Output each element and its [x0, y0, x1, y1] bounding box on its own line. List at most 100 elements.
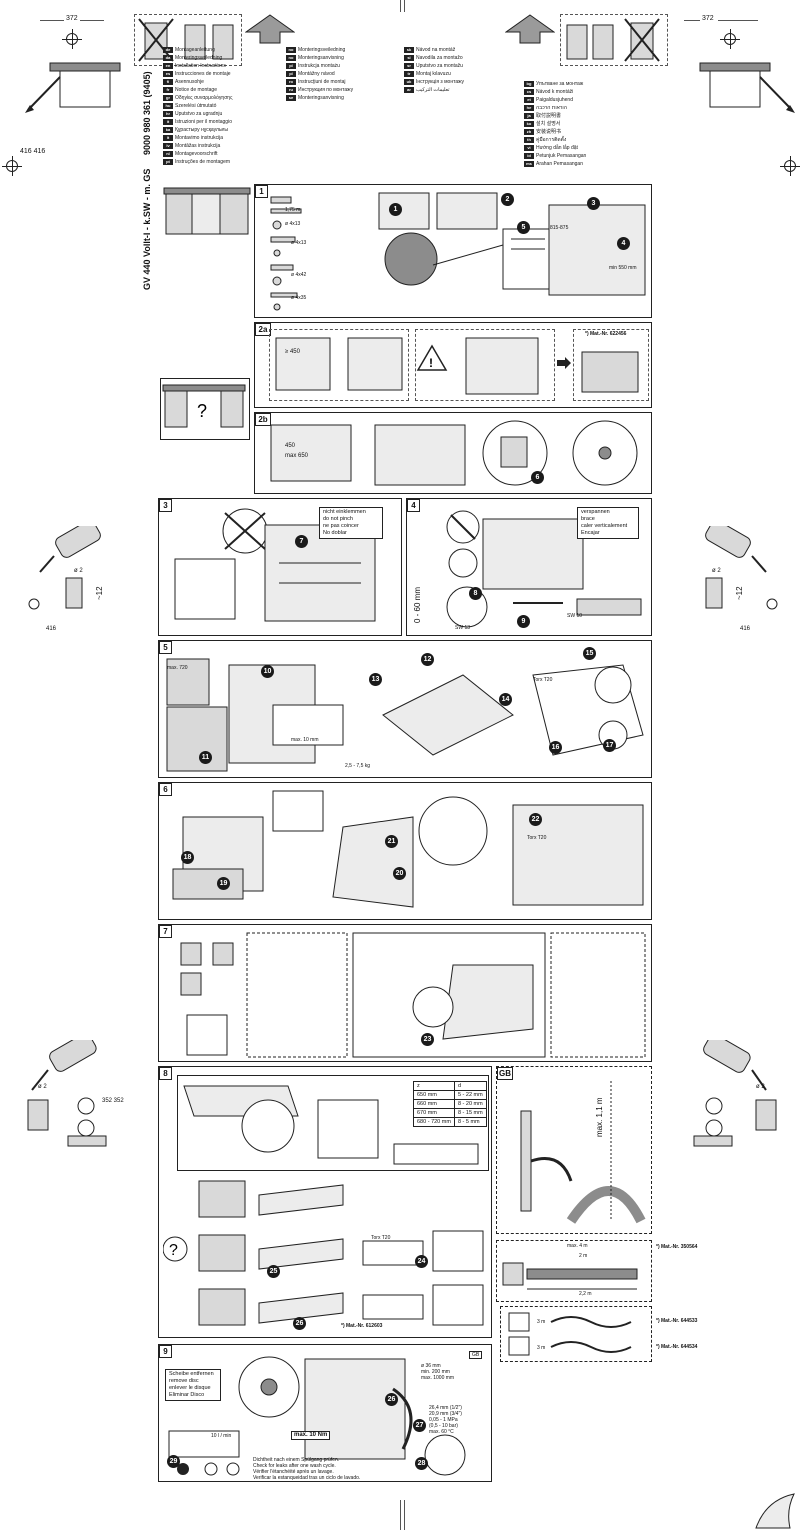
- drill-diameter: ø 2: [756, 1084, 765, 1090]
- language-title: Asennusohje: [175, 79, 204, 85]
- detail-sketch: [573, 329, 649, 401]
- language-code-badge: ms: [524, 161, 534, 167]
- dimension-line: [80, 20, 104, 21]
- language-code-badge: zh: [524, 129, 534, 135]
- svg-text:?: ?: [197, 401, 207, 421]
- callout-line: caler verticalement: [581, 523, 628, 529]
- language-code-badge: id: [524, 153, 534, 159]
- step-number: 27: [413, 1419, 426, 1432]
- language-title: הוראות הרכבה: [536, 105, 567, 111]
- language-code-badge: es: [163, 71, 173, 77]
- wrench-size: SW 10: [567, 613, 583, 619]
- measure-label: 352 352: [102, 1098, 124, 1104]
- panel-number: 7: [159, 925, 172, 938]
- measure-label: 372: [702, 15, 714, 22]
- callout-line: Encajar: [581, 530, 600, 536]
- torx-label: Torx T20: [371, 1235, 391, 1241]
- svg-text:?: ?: [169, 1242, 178, 1259]
- language-title: Notice de montage: [175, 87, 217, 93]
- step-number: 25: [267, 1265, 280, 1278]
- language-title: Navodila za montažo: [416, 55, 463, 61]
- drill-icon: [27, 1040, 107, 1147]
- panel-number: GB: [497, 1067, 513, 1080]
- step-number: 7: [295, 535, 308, 548]
- remove-disc-callout: Scheibe entfernen remove disc enlever le…: [165, 1369, 221, 1401]
- registration-mark: [780, 156, 800, 176]
- language-title: Упътване за монтаж: [536, 81, 584, 87]
- mat-nr-label: *) Mat.-Nr. 612603: [341, 1323, 383, 1329]
- step-number: 12: [421, 653, 434, 666]
- step-number: 14: [499, 693, 512, 706]
- panel-number: 6: [159, 783, 172, 796]
- language-code-badge: no: [286, 55, 296, 61]
- language-title: Montageanleitung: [175, 47, 215, 53]
- part-number: 9000 980 361 (9405): [142, 71, 152, 155]
- language-title: Paigaldusjuhend: [536, 97, 573, 103]
- step-number: 28: [415, 1457, 428, 1470]
- max-length: max. 4 m: [567, 1243, 588, 1249]
- language-title: Құрастыру нұсқаулығы: [175, 127, 228, 133]
- step-number: 5: [517, 221, 530, 234]
- panel-number: 9: [159, 1345, 172, 1358]
- language-code-badge: de: [163, 47, 173, 53]
- language-title: Montagevoorschrift: [175, 151, 218, 157]
- wrench-size: SW 13: [455, 625, 471, 631]
- language-code-badge: ko: [524, 121, 534, 127]
- panel-6-sketch: [172, 790, 644, 908]
- up-arrow-icon: [245, 14, 295, 44]
- panel-gb: GB max. 1,1 m: [496, 1066, 652, 1234]
- drill-depth: ~12: [735, 586, 744, 600]
- language-code-badge: fr: [163, 87, 173, 93]
- callout-line: nicht einklemmen: [323, 509, 366, 515]
- step-number: 10: [261, 665, 274, 678]
- part-label: ø 4x13: [285, 221, 301, 227]
- cabinet-sketch-right: [699, 62, 795, 113]
- language-title: Monteringsanvisning: [298, 55, 344, 61]
- drill-diameter: ø 2: [38, 1084, 47, 1090]
- drill-diameter: ø 2: [74, 568, 83, 574]
- registration-mark: [720, 29, 740, 49]
- drill-icon: [705, 526, 778, 610]
- language-code-badge: sl: [404, 55, 414, 61]
- panel-2a: 2a ≥ 450 ! *) Mat.-Nr. 622456: [254, 322, 652, 408]
- language-title: Monteringsanvisning: [298, 95, 344, 101]
- range-label: 0 - 60 mm: [413, 586, 422, 623]
- panel-8-options: ?: [163, 1180, 484, 1326]
- svg-text:!: !: [429, 356, 433, 370]
- dim-label: 815-875: [550, 225, 569, 231]
- panel-2b-sketch: [270, 420, 638, 486]
- panel-number: 4: [407, 499, 420, 512]
- check-line: Vérifier l'étanchéité après un lavage.: [253, 1469, 334, 1475]
- brace-callout: verspannen brace caler verticalement Enc…: [577, 507, 639, 539]
- callout-line: Eliminar Disco: [169, 1392, 205, 1398]
- language-title: Petunjuk Pemasangan: [536, 153, 587, 159]
- language-code-badge: he: [524, 105, 534, 111]
- torx-label: Torx T20: [533, 677, 553, 683]
- language-code-badge: pl: [286, 71, 296, 77]
- measure-label: 416: [46, 626, 57, 632]
- language-code-badge: lv: [163, 143, 173, 149]
- panel-number: 8: [159, 1067, 172, 1080]
- spec-line: max. 1000 mm: [421, 1375, 455, 1381]
- max-height: max. 1,1 m: [595, 1097, 604, 1137]
- step-number: 13: [369, 673, 382, 686]
- model-line: GV 440 Vollt-I - k.SW - m. GS: [142, 168, 152, 290]
- callout-line: verspannen: [581, 509, 610, 515]
- step-number: 1: [389, 203, 402, 216]
- cut-mark: [400, 1500, 401, 1530]
- part-label: ø 4x42: [291, 272, 307, 278]
